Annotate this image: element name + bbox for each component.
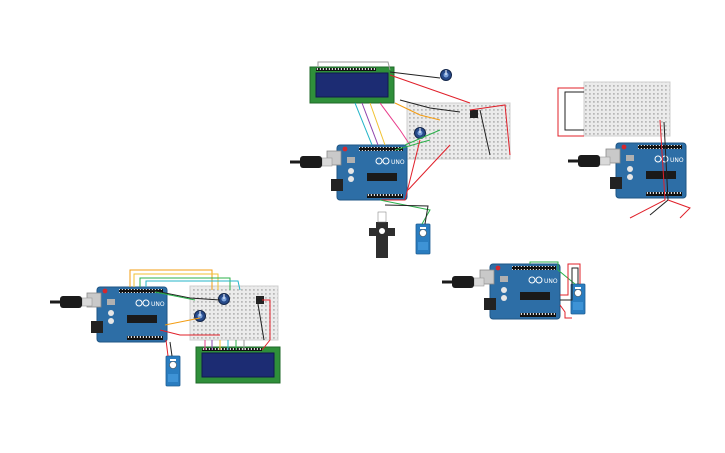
servo-2[interactable] <box>415 223 431 255</box>
lcd-1[interactable] <box>309 66 395 104</box>
wires-2 <box>557 87 691 219</box>
usb-plug-3 <box>49 295 93 309</box>
arduino-uno-4[interactable] <box>479 263 561 320</box>
arduino-uno-3[interactable] <box>86 286 168 343</box>
breadboard-2[interactable] <box>583 81 671 137</box>
usb-plug-2 <box>567 154 611 168</box>
usb-plug-4 <box>441 275 485 289</box>
servo-1[interactable] <box>369 211 395 258</box>
wires-3 <box>129 269 271 357</box>
wires-4 <box>529 261 581 319</box>
wires-1 <box>317 61 511 225</box>
usb-plug-1 <box>289 155 333 169</box>
circuit-group-3 <box>49 269 281 387</box>
arduino-uno-2[interactable] <box>605 142 687 199</box>
servo-3[interactable] <box>165 355 181 387</box>
circuit-group-2 <box>557 81 691 219</box>
ic-chip-1 <box>470 110 478 118</box>
potentiometer-1[interactable] <box>440 69 452 81</box>
servo-4[interactable] <box>570 283 586 315</box>
circuit-group-4 <box>441 261 586 320</box>
ic-chip-2 <box>256 296 264 304</box>
lcd-2[interactable] <box>195 346 281 384</box>
potentiometer-4[interactable] <box>194 310 206 322</box>
potentiometer-3[interactable] <box>218 293 230 305</box>
circuit-group-1 <box>289 61 511 258</box>
arduino-uno-1[interactable] <box>326 144 408 201</box>
